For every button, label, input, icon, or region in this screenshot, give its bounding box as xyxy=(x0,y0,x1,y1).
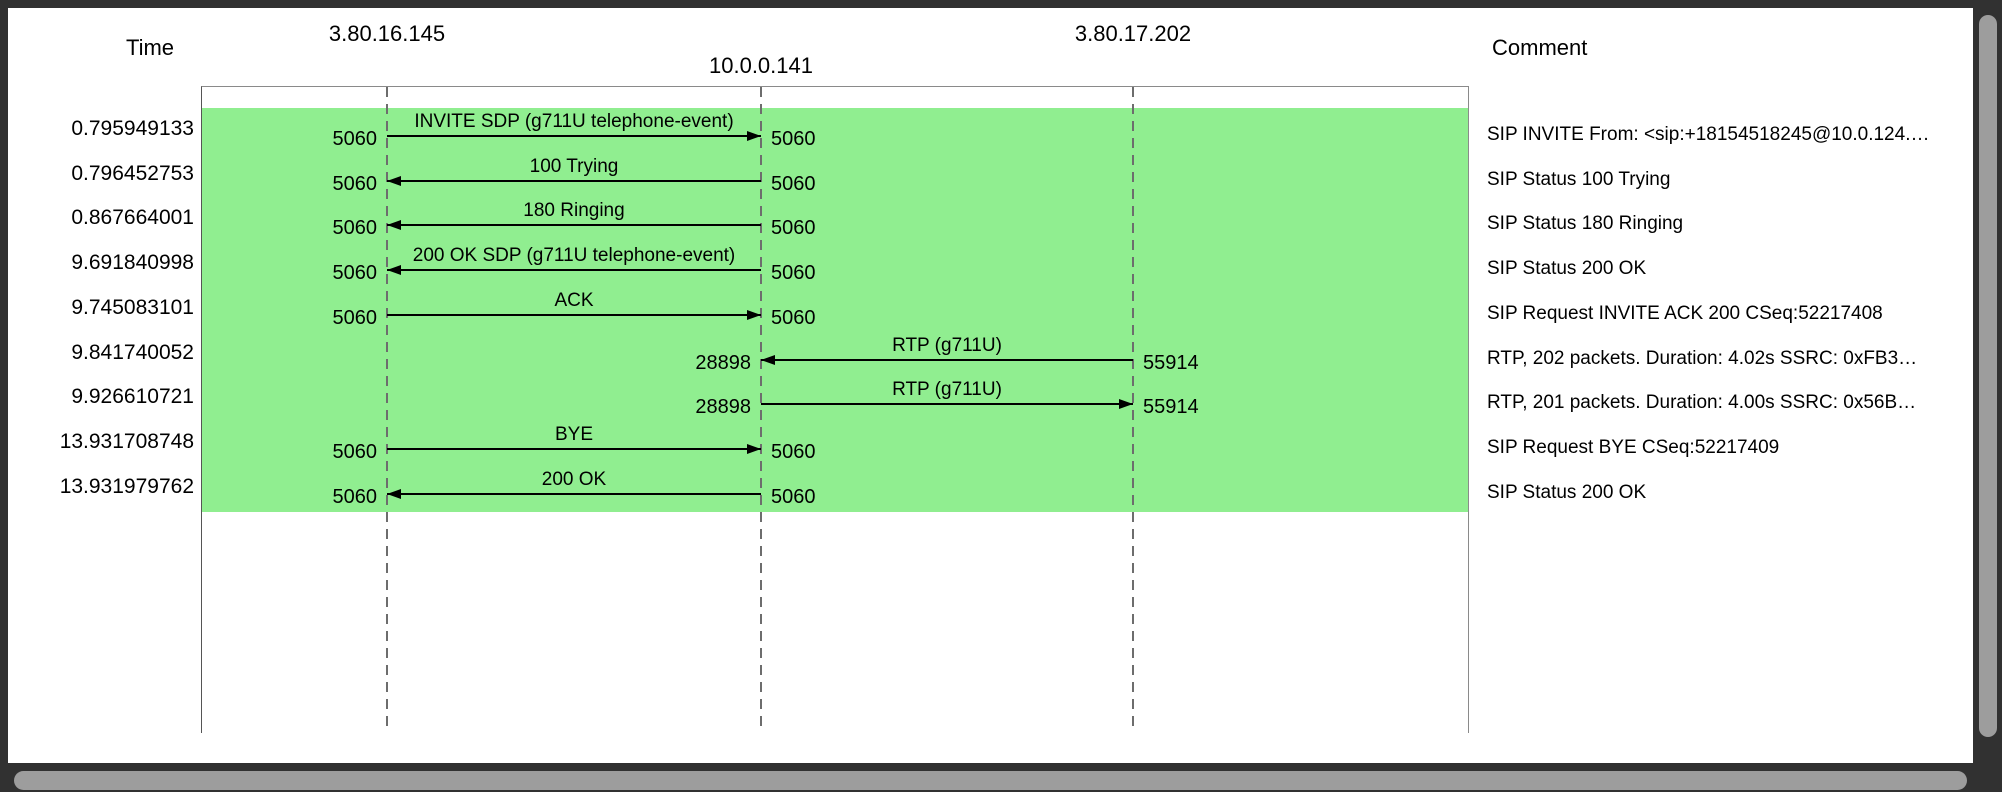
message-arrow[interactable] xyxy=(387,265,761,275)
row-comment[interactable]: SIP Request BYE CSeq:52217409 xyxy=(1487,437,1780,458)
dst-port[interactable]: 5060 xyxy=(771,441,816,463)
row-time[interactable]: 9.745083101 xyxy=(71,296,194,319)
arrow-head-icon xyxy=(387,489,401,499)
dst-port[interactable]: 5060 xyxy=(332,173,378,195)
dst-port[interactable]: 28898 xyxy=(695,352,751,374)
diagram-frame xyxy=(201,86,1469,733)
message-label[interactable]: RTP (g711U) xyxy=(892,379,1002,400)
message-label[interactable]: ACK xyxy=(554,290,594,311)
row-time[interactable]: 9.926610721 xyxy=(71,385,194,408)
arrow-head-icon xyxy=(761,355,775,365)
message-label[interactable]: BYE xyxy=(554,424,594,445)
arrow-head-icon xyxy=(747,444,761,454)
message-arrow[interactable] xyxy=(387,489,761,499)
dst-port[interactable]: 5060 xyxy=(771,307,816,329)
arrow-head-icon xyxy=(747,310,761,320)
time-column-header: Time xyxy=(125,35,175,60)
arrow-head-icon xyxy=(387,176,401,186)
row-comment[interactable]: SIP Status 100 Trying xyxy=(1487,169,1671,190)
vertical-scrollbar-thumb[interactable] xyxy=(1979,15,1997,737)
message-arrow[interactable] xyxy=(387,131,761,141)
arrow-head-icon xyxy=(1119,399,1133,409)
arrow-head-icon xyxy=(387,265,401,275)
lifeline-3.80.16.145 xyxy=(386,87,388,732)
row-time[interactable]: 13.931979762 xyxy=(59,475,194,498)
message-label[interactable]: 180 Ringing xyxy=(523,200,625,221)
row-time[interactable]: 13.931708748 xyxy=(59,430,194,453)
node-address-1: 3.80.16.145 xyxy=(328,21,446,46)
row-time[interactable]: 9.691840998 xyxy=(71,251,194,274)
src-port[interactable]: 55914 xyxy=(1143,352,1199,374)
row-comment[interactable]: SIP Status 180 Ringing xyxy=(1487,213,1684,234)
row-comment[interactable]: SIP Status 200 OK xyxy=(1487,258,1647,279)
row-comment[interactable]: SIP INVITE From: <sip:+18154518245@10.0.… xyxy=(1487,124,1930,145)
comment-column-header: Comment xyxy=(1492,35,1588,60)
src-port[interactable]: 5060 xyxy=(771,173,816,195)
message-arrow[interactable] xyxy=(387,310,761,320)
dst-port[interactable]: 5060 xyxy=(332,486,378,508)
dst-port[interactable]: 5060 xyxy=(332,217,378,239)
message-arrow[interactable] xyxy=(761,399,1133,409)
row-comment[interactable]: RTP, 202 packets. Duration: 4.02s SSRC: … xyxy=(1487,348,1918,369)
message-arrow[interactable] xyxy=(761,355,1133,365)
arrow-head-icon xyxy=(387,220,401,230)
row-time[interactable]: 0.867664001 xyxy=(71,206,194,229)
node-address-3: 3.80.17.202 xyxy=(1074,21,1192,46)
src-port[interactable]: 5060 xyxy=(771,217,816,239)
dst-port[interactable]: 5060 xyxy=(771,128,816,150)
message-arrow[interactable] xyxy=(387,444,761,454)
call-highlight-band xyxy=(202,108,1468,512)
lifeline-3.80.17.202 xyxy=(1132,87,1134,732)
message-label[interactable]: 200 OK xyxy=(541,469,607,490)
src-port[interactable]: 28898 xyxy=(695,396,751,418)
row-comment[interactable]: SIP Status 200 OK xyxy=(1487,482,1647,503)
arrow-head-icon xyxy=(747,131,761,141)
lifeline-10.0.0.141 xyxy=(760,87,762,732)
message-arrow[interactable] xyxy=(387,220,761,230)
dst-port[interactable]: 55914 xyxy=(1143,396,1199,418)
message-label[interactable]: INVITE SDP (g711U telephone-event) xyxy=(414,111,734,132)
message-label[interactable]: 200 OK SDP (g711U telephone-event) xyxy=(412,245,736,266)
node-address-2: 10.0.0.141 xyxy=(709,53,813,78)
src-port[interactable]: 5060 xyxy=(332,128,378,150)
row-time[interactable]: 0.795949133 xyxy=(71,117,194,140)
row-comment[interactable]: SIP Request INVITE ACK 200 CSeq:52217408 xyxy=(1487,303,1883,324)
dst-port[interactable]: 5060 xyxy=(332,262,378,284)
message-label[interactable]: 100 Trying xyxy=(529,156,619,177)
message-label[interactable]: RTP (g711U) xyxy=(892,335,1002,356)
src-port[interactable]: 5060 xyxy=(771,486,816,508)
src-port[interactable]: 5060 xyxy=(771,262,816,284)
row-time[interactable]: 0.796452753 xyxy=(71,162,194,185)
message-arrow[interactable] xyxy=(387,176,761,186)
row-time[interactable]: 9.841740052 xyxy=(71,341,194,364)
row-comment[interactable]: RTP, 201 packets. Duration: 4.00s SSRC: … xyxy=(1487,392,1917,413)
src-port[interactable]: 5060 xyxy=(332,307,378,329)
horizontal-scrollbar-thumb[interactable] xyxy=(14,771,1967,790)
src-port[interactable]: 5060 xyxy=(332,441,378,463)
